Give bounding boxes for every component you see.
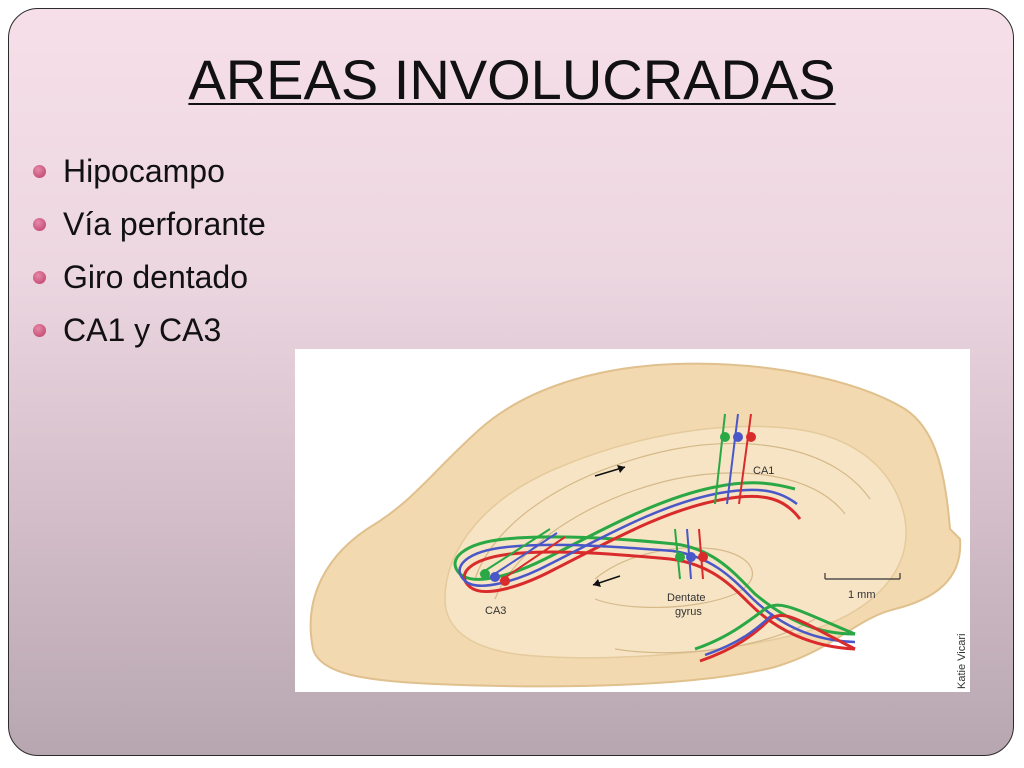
label-dentate-2: gyrus [675,606,702,618]
bullet-item: Hipocampo [33,145,266,198]
pathway-blue [704,613,774,657]
scale-bar [824,573,901,580]
arrow-right-icon [594,465,626,477]
layer-line [474,442,871,580]
label-dentate-1: Dentate [667,592,706,604]
bullet-item: CA1 y CA3 [33,304,266,357]
pathway-green [453,481,856,636]
label-ca3: CA3 [485,605,506,617]
dentate-neurons [674,528,708,580]
label-credit: Katie Vicari [956,634,968,689]
slide: AREAS INVOLUCRADAS Hipocampo Vía perfora… [8,8,1014,756]
layer-line [594,547,754,609]
bullet-dot-icon [33,165,46,178]
bullet-dot-icon [33,324,46,337]
arrow-left-icon [592,575,621,587]
ca3-neurons [479,528,566,586]
label-ca1: CA1 [753,465,774,477]
bullet-list: Hipocampo Vía perforante Giro dentado CA… [33,145,266,357]
pathway-blue [458,488,856,644]
bullet-dot-icon [33,218,46,231]
bullet-dot-icon [33,271,46,284]
slide-title: AREAS INVOLUCRADAS [188,48,836,111]
hippocampus-figure: CA1 CA3 Dentate gyrus 1 mm Katie Vicari [295,349,970,692]
pathway-red [699,614,856,663]
layer-line [494,472,846,600]
bullet-item: Giro dentado [33,251,266,304]
label-scale: 1 mm [848,589,876,601]
bullet-item: Vía perforante [33,198,266,251]
hippocampus-diagram: CA1 CA3 Dentate gyrus 1 mm Katie Vicari [309,362,968,689]
pathway-red [462,494,856,651]
ca1-neurons [714,413,756,505]
pathway-green [694,603,856,651]
